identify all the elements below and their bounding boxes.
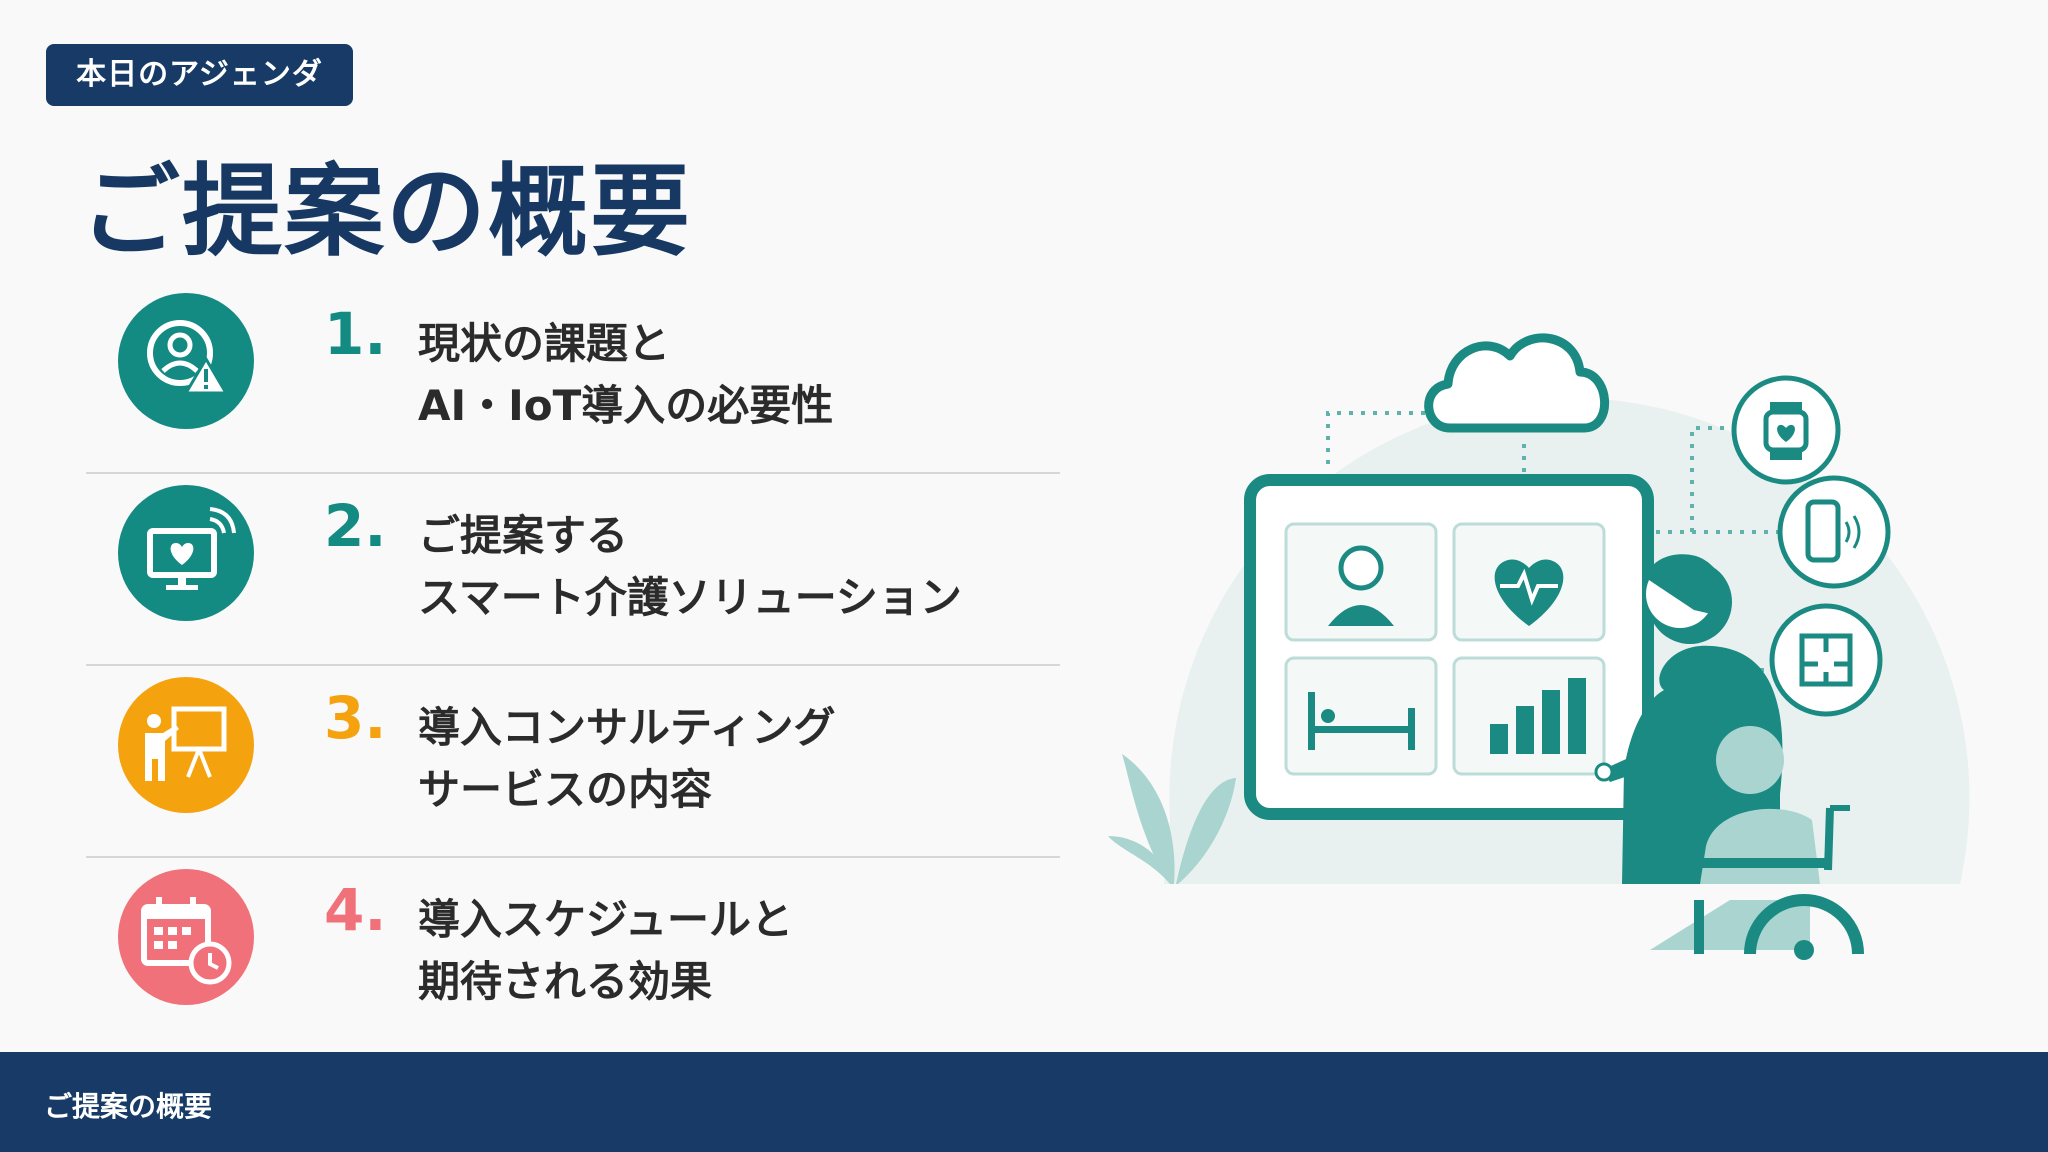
heart-rate-icon xyxy=(1494,559,1564,626)
agenda-title-line1: ご提案する xyxy=(418,511,629,560)
agenda-number: 4. xyxy=(324,876,387,944)
divider xyxy=(86,472,1060,474)
agenda-title-line2: AI・IoT導入の必要性 xyxy=(418,381,834,430)
agenda-title-line1: 導入コンサルティング xyxy=(418,703,836,752)
section-tag: 本日のアジェンダ xyxy=(46,44,353,106)
agenda-title-line1: 現状の課題と xyxy=(418,319,671,368)
agenda-item-3: 3. 導入コンサルティング サービスの内容 xyxy=(86,666,1060,856)
agenda-item-4: 4. 導入スケジュールと 期待される効果 xyxy=(86,858,1060,1048)
agenda-title-line2: 期待される効果 xyxy=(418,957,713,1006)
wheelchair-user-icon xyxy=(1650,726,1864,960)
agenda-number: 2. xyxy=(324,492,387,560)
agenda-title-line2: サービスの内容 xyxy=(418,765,713,814)
monitor-heart-wireless-icon xyxy=(118,485,254,621)
calendar-clock-icon xyxy=(118,869,254,1005)
agenda-title-line2: スマート介護ソリューション xyxy=(418,573,962,622)
smart-care-illustration xyxy=(1108,333,1970,960)
agenda-item-2: 2. ご提案する スマート介護ソリューション xyxy=(86,474,1060,664)
divider xyxy=(86,856,1060,858)
presentation-icon xyxy=(118,677,254,813)
footer-bar: ご提案の概要 xyxy=(0,1052,2048,1152)
resident-icon xyxy=(1328,545,1394,626)
agenda-number: 1. xyxy=(324,300,387,368)
bed-icon xyxy=(1308,692,1415,750)
agenda-number: 3. xyxy=(324,684,387,752)
agenda-title-line1: 導入スケジュールと xyxy=(418,895,794,944)
agenda-item-1: 1. 現状の課題と AI・IoT導入の必要性 xyxy=(86,282,1060,472)
floorplan-icon xyxy=(1769,603,1883,717)
bar-chart-icon xyxy=(1490,678,1586,754)
page-title: ご提案の概要 xyxy=(80,153,692,270)
footer-title: ご提案の概要 xyxy=(44,1090,213,1123)
person-warning-icon xyxy=(118,293,254,429)
plant-icon xyxy=(1108,754,1236,884)
smartphone-icon xyxy=(1777,475,1891,589)
smartwatch-icon xyxy=(1731,375,1841,485)
divider xyxy=(86,664,1060,666)
cloud-icon xyxy=(1424,333,1610,433)
agenda-list: 1. 現状の課題と AI・IoT導入の必要性 2. ご提案する スマート介護ソリ… xyxy=(86,282,1060,1048)
